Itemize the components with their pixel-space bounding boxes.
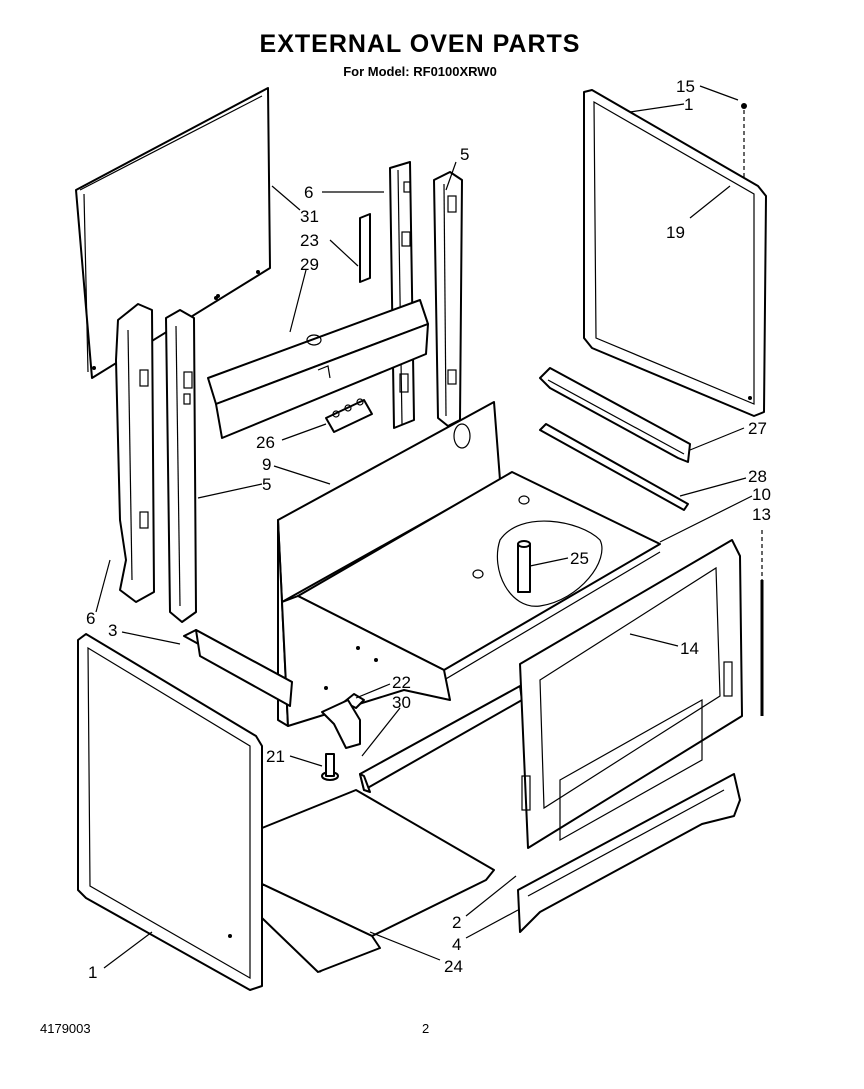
callout-13: 13 xyxy=(752,505,771,524)
part-29-cross-brace xyxy=(207,299,429,439)
part-28-strip xyxy=(539,423,689,511)
callout-6-left: 6 xyxy=(86,609,95,628)
part-14-front-frame xyxy=(519,539,743,849)
part-25-burner-tube xyxy=(517,540,531,593)
part-6-side-rail-left xyxy=(115,303,155,603)
callout-1-upper: 1 xyxy=(684,95,693,114)
callout-22: 22 xyxy=(392,673,411,692)
callout-5-left: 5 xyxy=(262,475,271,494)
callout-26: 26 xyxy=(256,433,275,452)
part-6-channel-rear xyxy=(389,161,415,429)
part-1-side-panel-lower xyxy=(77,633,263,991)
model-subtitle: For Model: RF0100XRW0 xyxy=(343,64,497,79)
part-5-side-rail-right xyxy=(433,171,463,427)
page-title: EXTERNAL OVEN PARTS xyxy=(259,30,581,58)
callout-14: 14 xyxy=(680,639,699,658)
callout-21: 21 xyxy=(266,747,285,766)
callout-25: 25 xyxy=(570,549,589,568)
callout-31: 31 xyxy=(300,207,319,226)
callout-10: 10 xyxy=(752,485,771,504)
part-1-side-panel-upper xyxy=(583,89,767,417)
part-5-side-rail-left xyxy=(165,309,197,623)
part-21-leveling-leg xyxy=(321,753,339,781)
callout-5-top: 5 xyxy=(460,145,469,164)
page-number: 2 xyxy=(422,1021,430,1036)
leader-lines xyxy=(95,85,753,969)
callout-9: 9 xyxy=(262,455,271,474)
callout-19: 19 xyxy=(666,223,685,242)
callout-15: 15 xyxy=(676,77,695,96)
callout-2: 2 xyxy=(452,913,461,932)
document-number: 4179003 xyxy=(40,1021,91,1036)
callout-3: 3 xyxy=(108,621,117,640)
callout-24: 24 xyxy=(444,957,463,976)
part-26-terminal-block xyxy=(325,398,373,433)
callout-4: 4 xyxy=(452,935,461,954)
part-30-angle xyxy=(359,685,523,793)
callout-28: 28 xyxy=(748,467,767,486)
callout-1-lower: 1 xyxy=(88,963,97,982)
callout-27: 27 xyxy=(748,419,767,438)
part-27-rail xyxy=(539,367,691,463)
part-bracket-under-liner xyxy=(321,699,361,749)
callout-6-top: 6 xyxy=(304,183,313,202)
part-9-front-skirt xyxy=(281,595,451,727)
callout-29: 29 xyxy=(300,255,319,274)
callout-labels: 15 1 19 5 6 31 23 29 26 9 5 27 28 10 13 … xyxy=(86,77,771,982)
part-23-bracket xyxy=(359,213,371,283)
part-15-screw xyxy=(741,103,747,180)
part-4-kick-plate xyxy=(517,773,741,933)
callout-23: 23 xyxy=(300,231,319,250)
part-3-lower-bracket xyxy=(183,629,293,707)
part-31-rear-panel xyxy=(75,87,271,379)
callout-30: 30 xyxy=(392,693,411,712)
